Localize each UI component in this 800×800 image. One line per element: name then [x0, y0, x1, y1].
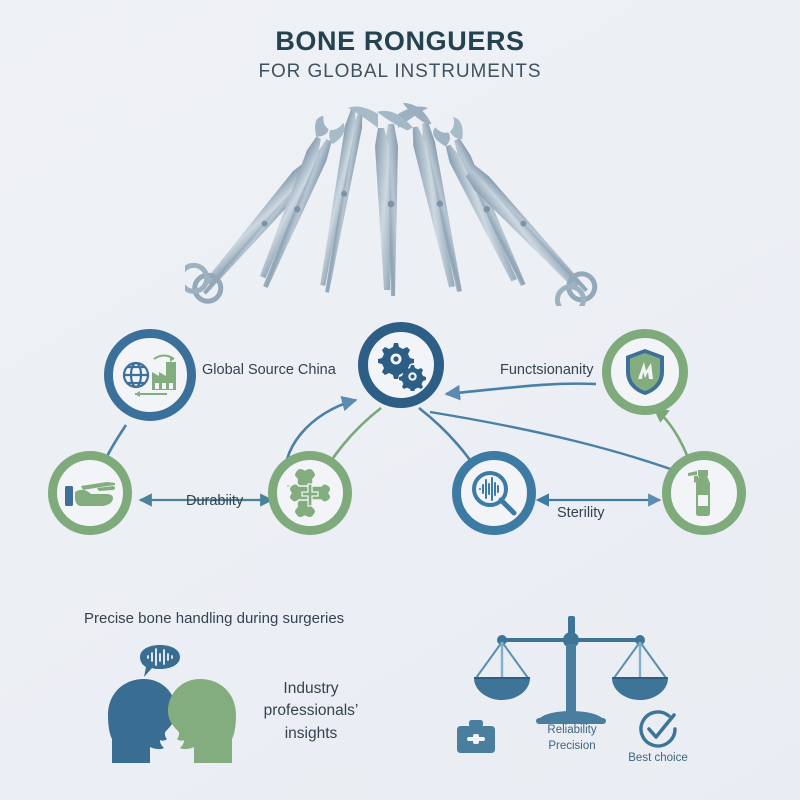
page-subtitle: FOR GLOBAL INSTRUMENTS [258, 61, 542, 83]
two-heads-speech-icon [96, 645, 246, 765]
node-functionality[interactable] [602, 329, 688, 415]
process-diagram: Global Source China [0, 300, 800, 590]
best-choice-label: Best choice [628, 752, 688, 764]
bottom-left-text: Industry professionals’ insights [263, 680, 359, 742]
instrument-1 [178, 161, 318, 304]
node-inspection[interactable] [452, 451, 536, 535]
briefcase-icon [455, 718, 499, 756]
header: BONE RONGUERS FOR GLOBAL INSTRUMENTS [0, 26, 800, 83]
label-functionality: Functsionanity [500, 362, 594, 378]
page-title: BONE RONGUERS [275, 26, 525, 56]
surgical-instruments-fan [178, 96, 615, 316]
label-global-source-china: Global Source China [202, 362, 336, 378]
instrument-3 [320, 107, 363, 293]
shield-icon [626, 349, 664, 395]
node-center-gears[interactable] [358, 322, 444, 408]
instrument-4 [348, 106, 428, 296]
crossed-bones-icon [287, 467, 332, 519]
node-handling[interactable] [48, 451, 132, 535]
instrument-2 [259, 115, 345, 289]
spray-bottle-icon [688, 470, 710, 516]
magnifier-waveform-icon [472, 471, 517, 516]
label-sterility: Sterility [557, 505, 605, 521]
node-bone[interactable] [268, 451, 352, 535]
label-durability: Durabiity [186, 493, 244, 509]
instrument-7 [465, 165, 598, 316]
check-circle-icon [636, 708, 680, 752]
scale-label-line1: Reliability [547, 724, 597, 736]
scale-label: Reliability Precision [532, 723, 612, 754]
node-cleaning[interactable] [662, 451, 746, 535]
scale-label-line2: Precision [548, 739, 596, 752]
node-global-source-china[interactable] [104, 329, 196, 421]
gears-icon [378, 343, 426, 391]
balance-scale-icon [460, 610, 700, 740]
bottom-left-caption: Precise bone handling during surgeries [84, 610, 345, 627]
globe-factory-icon [122, 354, 176, 397]
instrument-5 [377, 102, 462, 292]
hand-forceps-icon [65, 482, 115, 506]
